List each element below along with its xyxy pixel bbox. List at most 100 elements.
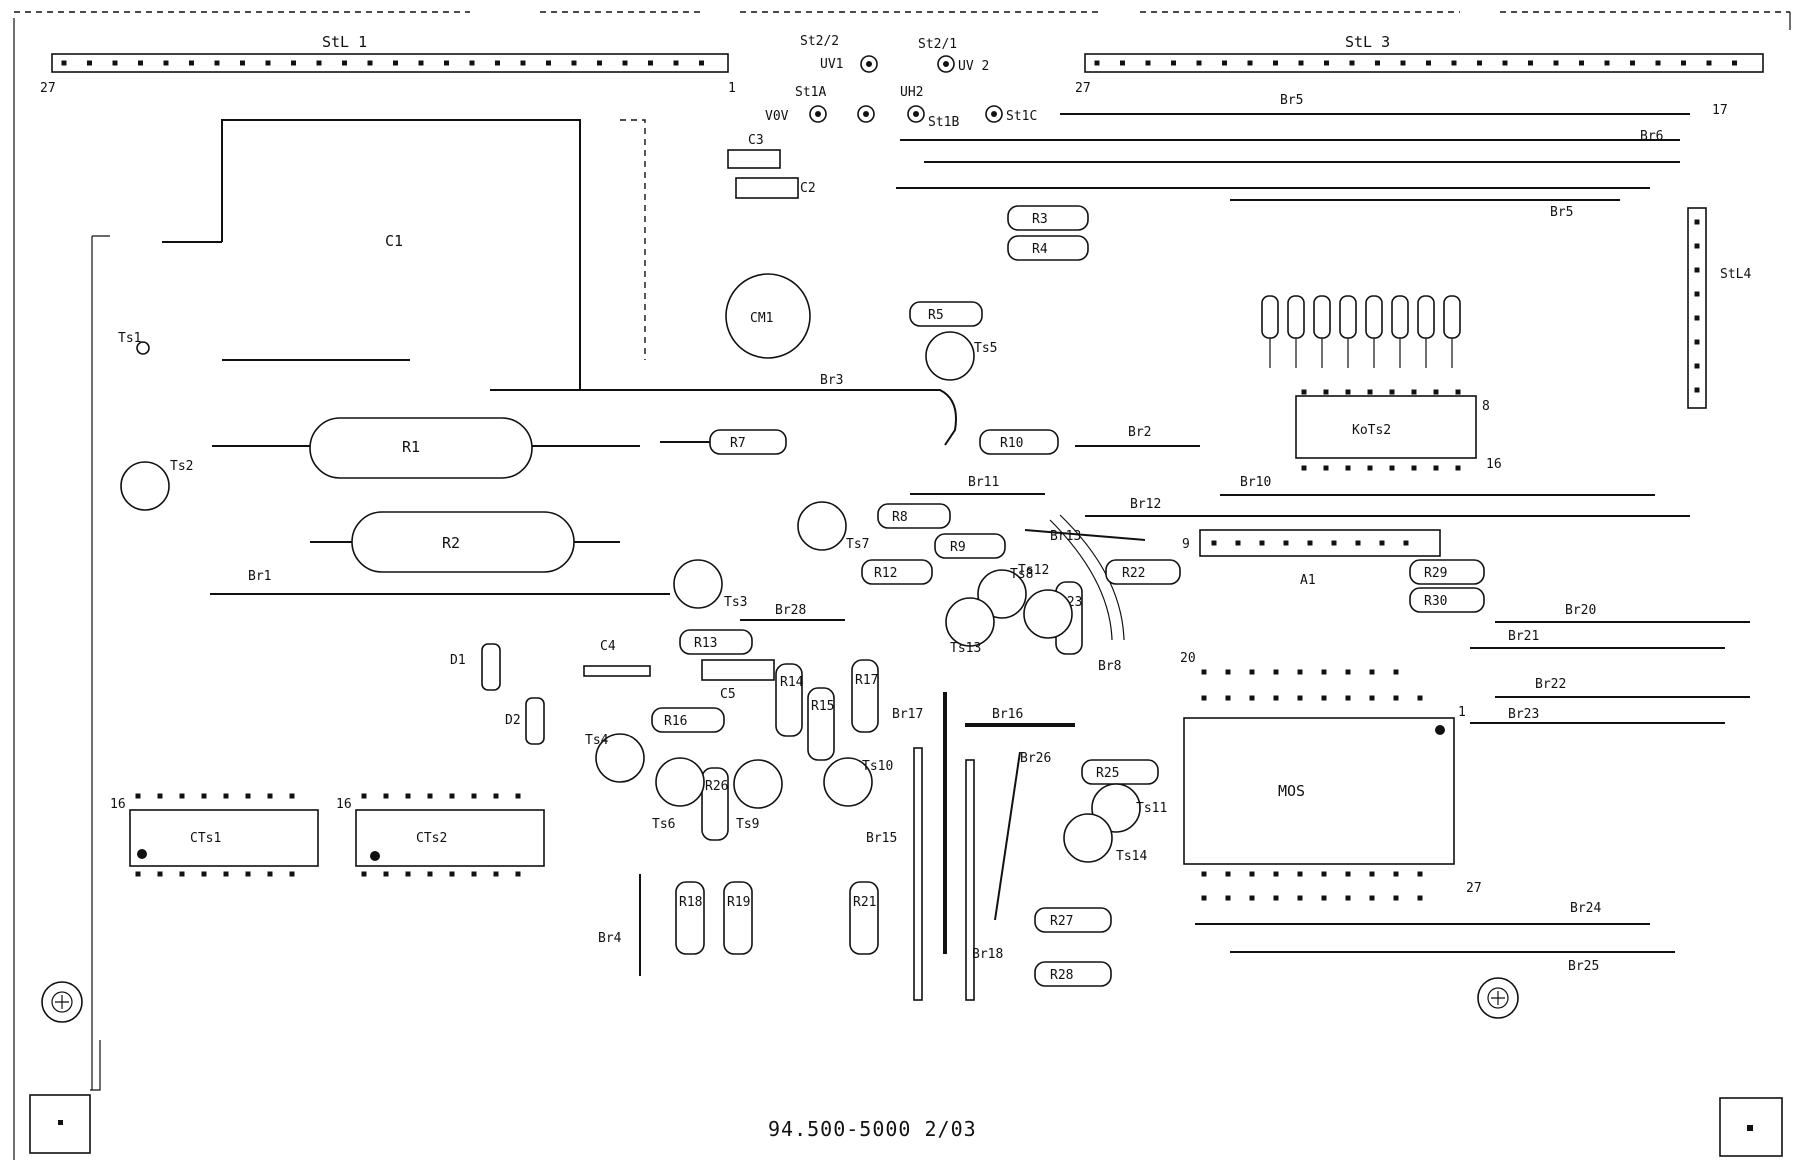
stl1-pin xyxy=(393,60,398,66)
stl1-pin xyxy=(240,60,245,66)
pad xyxy=(223,793,229,799)
stl4-label: StL4 xyxy=(1720,267,1751,282)
pad xyxy=(1321,871,1327,877)
label-r26: R26 xyxy=(705,779,728,794)
pad xyxy=(471,871,477,877)
pad xyxy=(1369,895,1375,901)
pad xyxy=(1323,465,1329,471)
stl4-pin xyxy=(1694,267,1700,273)
pad xyxy=(1455,389,1461,395)
transistor-ts7: Ts7 xyxy=(797,501,869,552)
capacitor-c5: C5 xyxy=(701,659,775,702)
label-br23: Br23 xyxy=(1508,707,1539,722)
array-resistor xyxy=(1443,295,1461,339)
pad xyxy=(471,793,477,799)
stl1-pin xyxy=(316,60,322,66)
stl3-pin xyxy=(1706,60,1712,66)
pad xyxy=(361,871,367,877)
label-a1: A1 xyxy=(1300,573,1316,588)
array-resistor xyxy=(1261,295,1279,339)
resistor-r4: R4 xyxy=(1007,235,1089,261)
resistor-r26: R26 xyxy=(701,767,729,841)
pad xyxy=(1389,389,1395,395)
transistor-ts3: Ts3 xyxy=(673,559,747,610)
label-br16: Br16 xyxy=(992,707,1023,722)
label-r12: R12 xyxy=(874,566,897,581)
label-st2-1: St2/1 xyxy=(918,37,957,52)
label-br24: Br24 xyxy=(1570,901,1601,916)
pad xyxy=(1393,669,1399,675)
transistor-ts1: Ts1 xyxy=(118,331,150,355)
label-ts4: Ts4 xyxy=(585,733,609,748)
label-ic-kots2: KoTs2 xyxy=(1352,423,1391,438)
pad xyxy=(1201,895,1207,901)
label-ts3: Ts3 xyxy=(724,595,747,610)
pad xyxy=(1297,895,1303,901)
mounting-hole-right xyxy=(1477,977,1519,1019)
stl3-pin xyxy=(1171,60,1176,66)
label-st1a: St1A xyxy=(795,85,826,100)
label-r8: R8 xyxy=(892,510,908,525)
label-mos-pin-27: 27 xyxy=(1466,881,1482,896)
label-r1: R1 xyxy=(402,438,420,456)
ic-cts1: CTs1 16 xyxy=(110,797,319,867)
label-br26: Br26 xyxy=(1020,751,1051,766)
transistor-ts5: Ts5 xyxy=(925,331,997,381)
label-br4: Br4 xyxy=(598,931,622,946)
label-v0v: V0V xyxy=(765,109,789,124)
ic-a1: A1 9 xyxy=(1182,529,1441,588)
label-uh2: UH2 xyxy=(900,85,923,100)
diode-d1: D1 xyxy=(450,643,501,691)
label-br2: Br2 xyxy=(1128,425,1151,440)
capacitor-c4: C4 xyxy=(583,639,651,677)
test-points: St2/2 UV1 St2/1 UV 2 St1A V0V UH2 St1B S… xyxy=(765,34,1037,130)
label-ts7: Ts7 xyxy=(846,537,869,552)
pad xyxy=(383,793,389,799)
pad xyxy=(245,871,251,877)
stl1-pin xyxy=(673,60,679,66)
pad xyxy=(449,793,455,799)
label-br1: Br1 xyxy=(248,569,271,584)
resistor-r15: R15 xyxy=(807,687,835,761)
pad xyxy=(1345,695,1351,701)
stl4-pin xyxy=(1694,315,1700,321)
label-c5: C5 xyxy=(720,687,736,702)
pad xyxy=(1367,465,1373,471)
pad xyxy=(1331,540,1337,546)
label-ic-cts1-pin: 16 xyxy=(110,797,126,812)
pad xyxy=(267,793,273,799)
stl1-pin xyxy=(699,60,704,66)
stl3-pin-27: 27 xyxy=(1075,81,1091,96)
pad xyxy=(449,871,455,877)
label-r27: R27 xyxy=(1050,914,1073,929)
pad xyxy=(135,793,141,799)
transistor-ts2: Ts2 xyxy=(120,459,193,511)
label-uv2: UV 2 xyxy=(958,59,989,74)
stl1-pin xyxy=(597,60,602,66)
stl1-label: StL 1 xyxy=(322,33,367,51)
stl1-pin xyxy=(342,60,347,66)
resistor-r29: R29 xyxy=(1409,559,1485,585)
stl3-pin xyxy=(1579,60,1584,66)
label-cm1: CM1 xyxy=(750,311,773,326)
resistor-r2: R2 xyxy=(310,511,620,573)
resistor-r19: R19 xyxy=(723,881,753,955)
stl1-pin xyxy=(469,60,475,66)
transistor-ts12: Ts12 xyxy=(1018,563,1073,639)
pad xyxy=(135,871,141,877)
label-r2: R2 xyxy=(442,534,460,552)
stl3-pin xyxy=(1732,60,1737,66)
resistor-r9: R9 xyxy=(934,533,1006,559)
label-c2: C2 xyxy=(800,181,816,196)
transistor-ts14: Ts14 xyxy=(1063,813,1147,864)
pad xyxy=(1273,895,1279,901)
pad xyxy=(1379,540,1385,546)
label-ts9: Ts9 xyxy=(736,817,759,832)
resistor-r7: R7 xyxy=(660,429,787,455)
board-part-number: 94.500-5000 2/03 xyxy=(768,1117,977,1141)
pad xyxy=(1403,540,1409,546)
stl3-pin xyxy=(1553,60,1559,66)
pad xyxy=(1225,895,1231,901)
pad xyxy=(1367,389,1373,395)
pad xyxy=(405,793,411,799)
